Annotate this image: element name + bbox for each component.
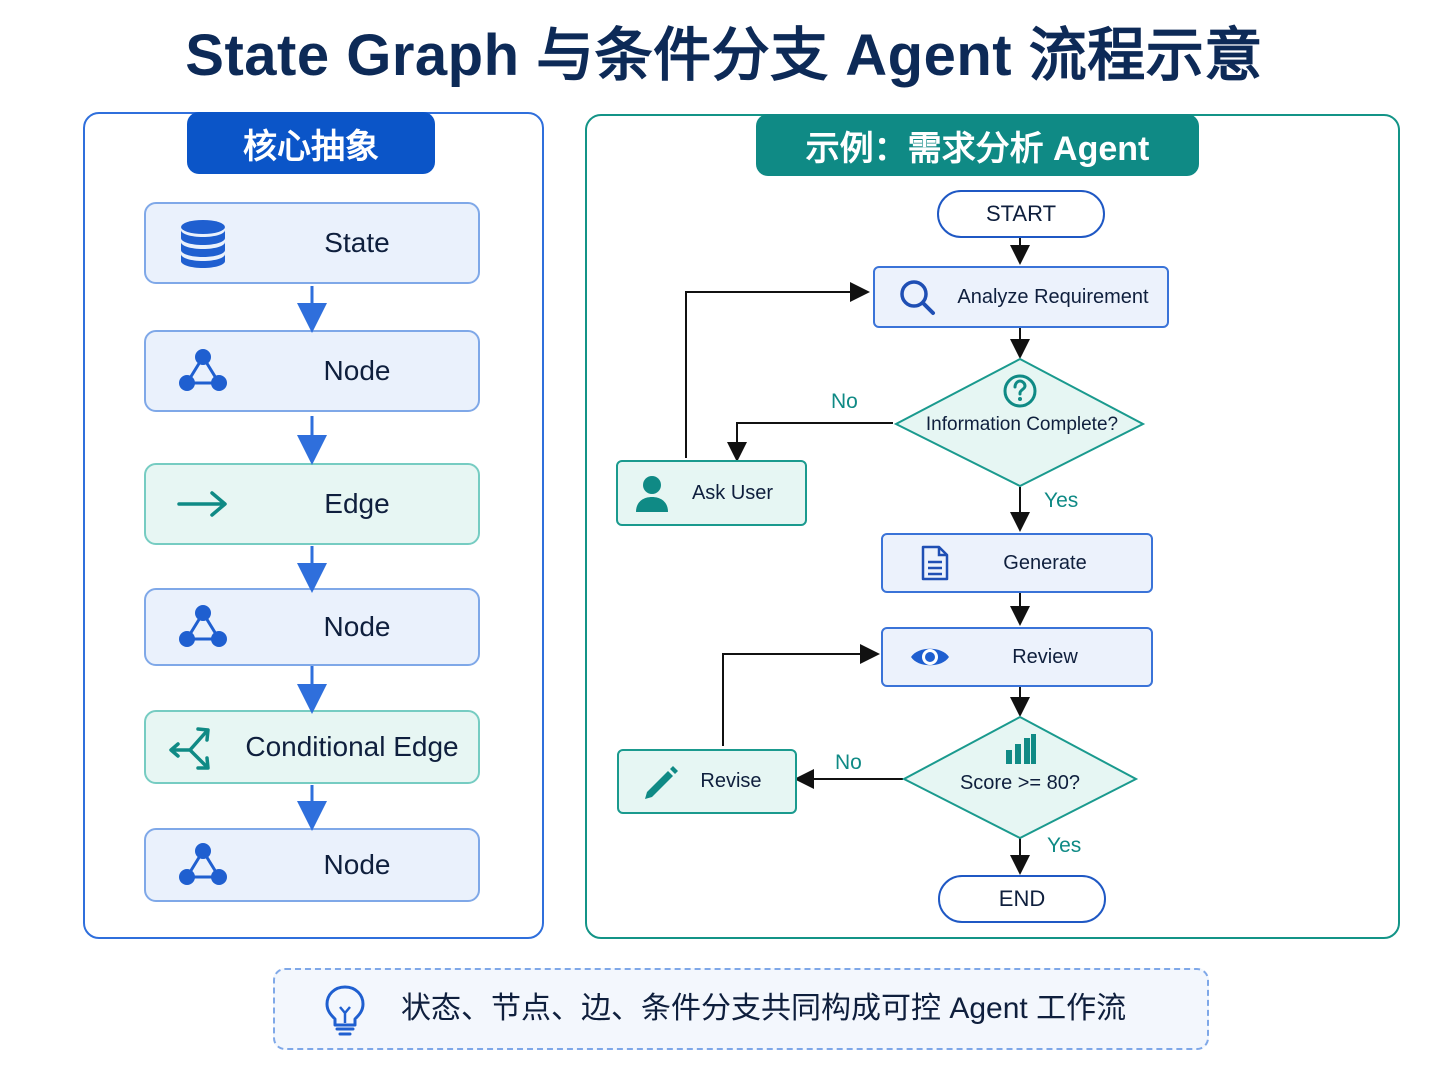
no-label-score: No <box>835 751 862 774</box>
yes-label-info: Yes <box>1044 489 1079 512</box>
document-icon <box>921 545 949 581</box>
eye-icon <box>911 648 949 666</box>
analyze-requirement-node: Analyze Requirement <box>873 266 1169 328</box>
state-label: State <box>324 227 390 258</box>
node-box-2: Node <box>144 588 480 666</box>
node-graph-icon <box>179 349 227 391</box>
ask-user-label: Ask User <box>691 481 774 504</box>
summary-note-text: 状态、节点、边、条件分支共同构成可控 Agent 工作流 <box>401 992 1127 1025</box>
search-icon <box>900 280 935 315</box>
edge-label: Edge <box>324 488 390 519</box>
node-graph-icon <box>179 605 227 647</box>
example-flow-header: 示例：需求分析 Agent <box>756 114 1199 176</box>
revise-node: Revise <box>617 749 797 814</box>
decision-info-diamond <box>893 357 1146 488</box>
analyze-requirement-label: Analyze Requirement <box>957 285 1149 308</box>
decision-score-diamond <box>901 715 1139 840</box>
flow-arrows <box>685 237 1030 875</box>
conditional-edge-label: Conditional Edge <box>245 731 459 762</box>
ask-user-node: Ask User <box>616 460 807 526</box>
lightbulb-icon <box>325 985 365 1036</box>
node-graph-icon <box>179 843 227 885</box>
review-node: Review <box>881 627 1153 687</box>
no-label-info: No <box>831 390 858 413</box>
branch-icon <box>169 727 210 770</box>
database-icon <box>181 220 225 268</box>
state-box: State <box>144 202 480 284</box>
generate-label: Generate <box>1003 551 1087 574</box>
generate-node: Generate <box>881 533 1153 593</box>
node-box-3: Node <box>144 828 480 902</box>
review-label: Review <box>1012 645 1078 668</box>
node-label: Node <box>323 611 391 642</box>
decision-score-label: Score >= 80? <box>959 772 1081 794</box>
bar-chart-icon <box>1006 734 1036 764</box>
node-label: Node <box>323 849 391 880</box>
summary-note: 状态、节点、边、条件分支共同构成可控 Agent 工作流 <box>273 968 1209 1050</box>
node-label: Node <box>323 355 391 386</box>
arrow-right-icon <box>177 491 227 517</box>
yes-label-score: Yes <box>1047 834 1082 857</box>
core-abstractions-header: 核心抽象 <box>187 112 435 174</box>
page-title: State Graph 与条件分支 Agent 流程示意 <box>185 23 1263 88</box>
decision-info-label: Information Complete? <box>925 414 1119 435</box>
conditional-edge-box: Conditional Edge <box>144 710 480 784</box>
user-icon <box>636 476 668 512</box>
revise-label: Revise <box>700 770 762 792</box>
pencil-icon <box>645 765 678 799</box>
question-icon <box>1003 374 1037 408</box>
start-node: START <box>937 190 1105 238</box>
end-node: END <box>938 875 1106 923</box>
